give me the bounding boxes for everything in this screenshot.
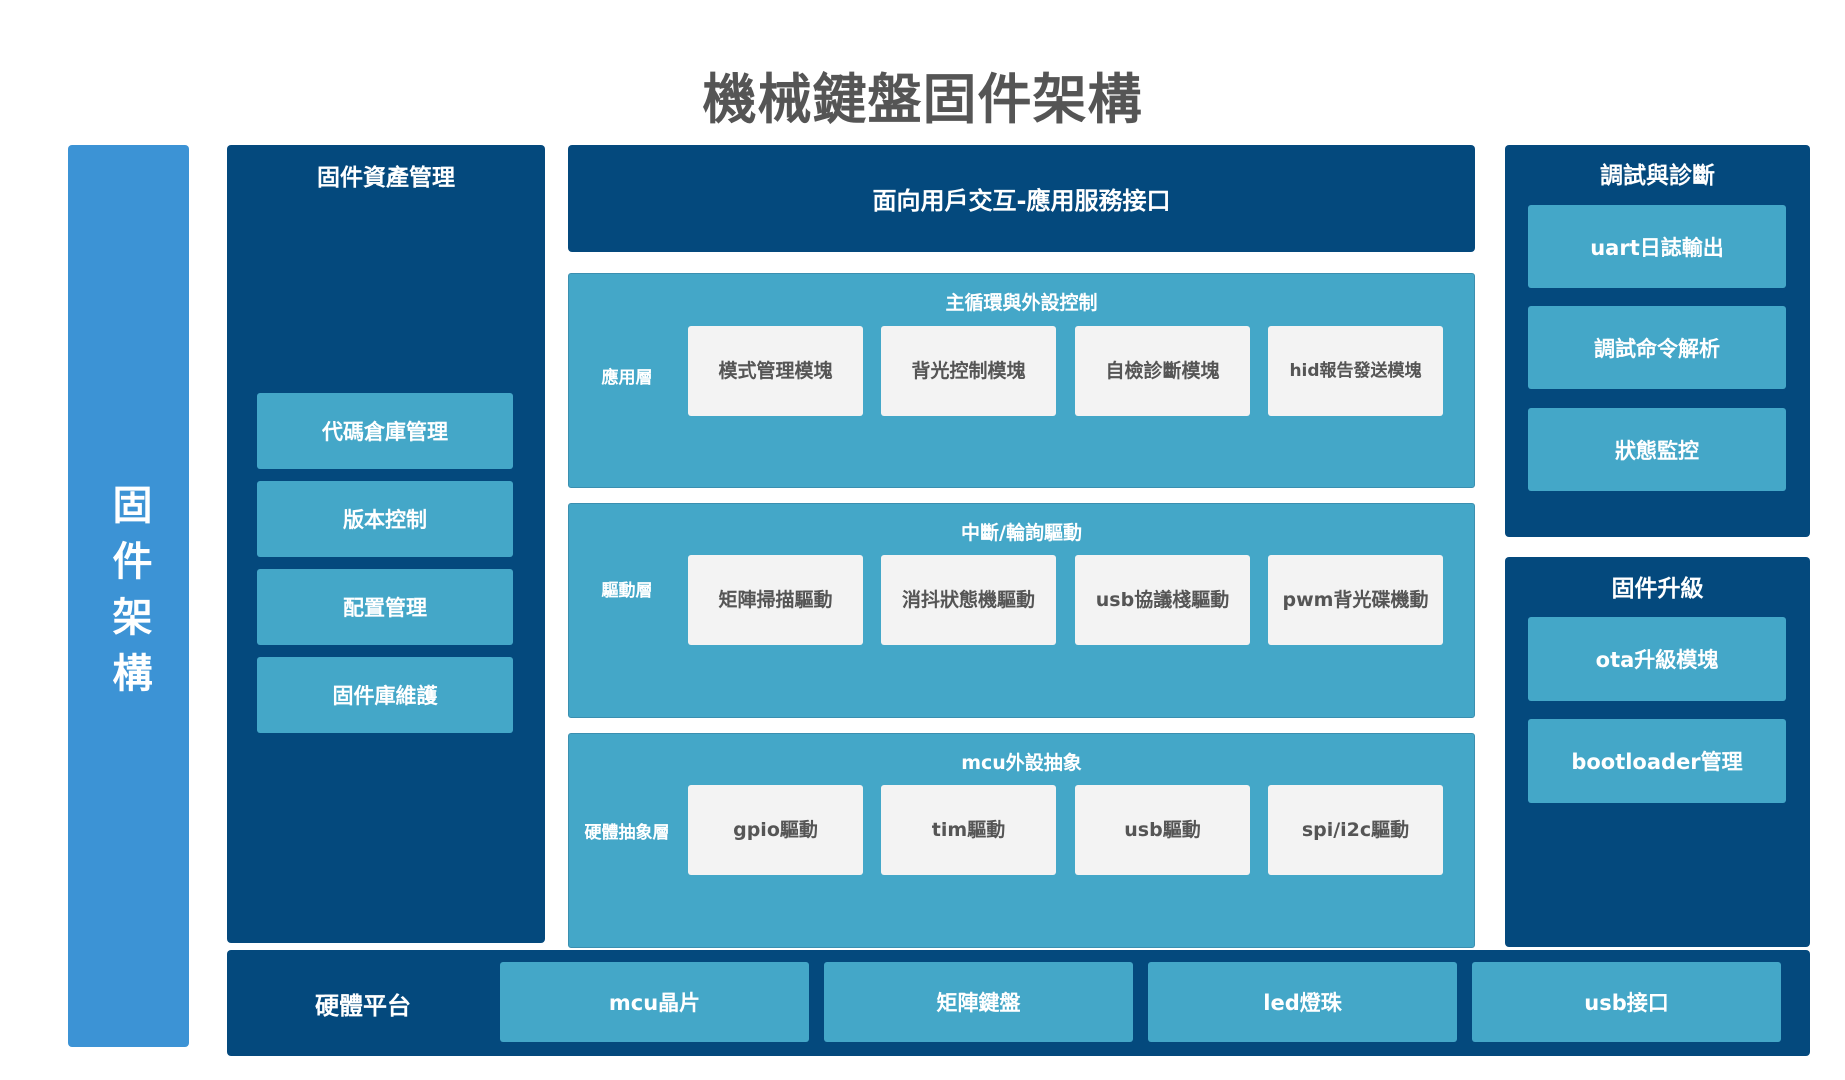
debug-item-uart-log[interactable]: uart日誌輸出: [1528, 205, 1786, 288]
hardware-item-mcu[interactable]: mcu晶片: [500, 962, 809, 1042]
debug-title: 調試與診斷: [1600, 163, 1715, 189]
module-pwm-backlight-driver[interactable]: pwm背光碟機動: [1268, 555, 1443, 645]
module-usb-stack-driver[interactable]: usb協議棧驅動: [1075, 555, 1250, 645]
hardware-platform-title: 硬體平台: [315, 991, 411, 1020]
module-self-diagnostic[interactable]: 自檢診斷模塊: [1075, 326, 1250, 416]
hardware-item-usb-port[interactable]: usb接口: [1472, 962, 1781, 1042]
asset-item-config-mgmt[interactable]: 配置管理: [257, 569, 513, 645]
module-usb-driver[interactable]: usb驅動: [1075, 785, 1250, 875]
hardware-item-matrix-keyboard[interactable]: 矩陣鍵盤: [824, 962, 1133, 1042]
module-matrix-scan-driver[interactable]: 矩陣掃描驅動: [688, 555, 863, 645]
hal-layer-label: 硬體抽象層: [584, 822, 670, 843]
upgrade-item-ota[interactable]: ota升級模塊: [1528, 617, 1786, 701]
page-title: 機械鍵盤固件架構: [702, 68, 1143, 131]
module-gpio-driver[interactable]: gpio驅動: [688, 785, 863, 875]
asset-item-code-repo[interactable]: 代碼倉庫管理: [257, 393, 513, 469]
module-backlight-control[interactable]: 背光控制模塊: [881, 326, 1056, 416]
driver-layer-label: 驅動層: [601, 580, 653, 601]
driver-layer-title: 中斷/輪詢驅動: [961, 522, 1082, 544]
debug-item-status-monitor[interactable]: 狀態監控: [1528, 408, 1786, 491]
upgrade-item-bootloader[interactable]: bootloader管理: [1528, 719, 1786, 803]
upgrade-title: 固件升級: [1611, 576, 1704, 602]
application-layer-label: 應用層: [601, 367, 653, 388]
asset-item-version-control[interactable]: 版本控制: [257, 481, 513, 557]
module-hid-report[interactable]: hid報告發送模塊: [1268, 326, 1443, 416]
asset-management-title: 固件資產管理: [317, 165, 455, 191]
hardware-item-led[interactable]: led燈珠: [1148, 962, 1457, 1042]
application-layer-title: 主循環與外設控制: [945, 292, 1098, 314]
api-header: 面向用戶交互-應用服務接口: [568, 145, 1475, 252]
hal-layer-title: mcu外設抽象: [961, 752, 1082, 774]
debug-item-command-parse[interactable]: 調試命令解析: [1528, 306, 1786, 389]
module-tim-driver[interactable]: tim驅動: [881, 785, 1056, 875]
module-mode-mgmt[interactable]: 模式管理模塊: [688, 326, 863, 416]
module-debounce-driver[interactable]: 消抖狀態機驅動: [881, 555, 1056, 645]
asset-item-lib-maintenance[interactable]: 固件庫維護: [257, 657, 513, 733]
firmware-architecture-side-label: 固件架構: [68, 145, 189, 1047]
module-spi-i2c-driver[interactable]: spi/i2c驅動: [1268, 785, 1443, 875]
side-label-text: 固件架構: [105, 484, 152, 708]
